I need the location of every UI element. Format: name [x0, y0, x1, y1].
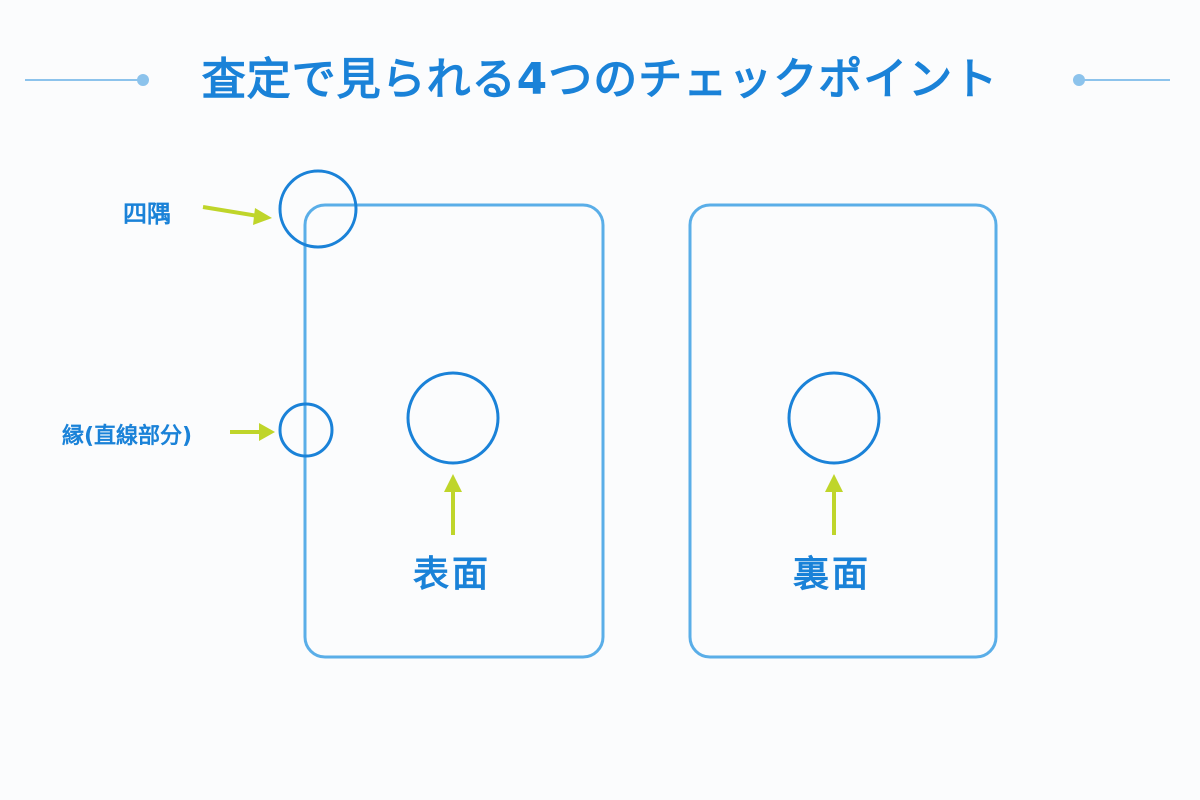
title-rule-right — [1083, 79, 1170, 81]
back-card — [688, 203, 998, 659]
back-surface-circle — [787, 371, 881, 465]
title-rule-right-dot — [1073, 74, 1085, 86]
back-label: 裏面 — [793, 554, 872, 595]
title-rule-left-dot — [137, 74, 149, 86]
front-label: 表面 — [413, 554, 492, 595]
corners-label: 四隅 — [123, 200, 171, 228]
corner-circle — [278, 169, 358, 249]
back-arrow — [825, 474, 843, 535]
page-title: 査定で見られる4つのチェックポイント — [201, 54, 999, 105]
front-arrow — [444, 474, 462, 535]
corner-arrow — [202, 205, 272, 225]
edge-arrow — [230, 423, 275, 441]
front-surface-circle — [406, 371, 500, 465]
title-rule-left — [25, 79, 140, 81]
edges-label: 縁(直線部分) — [62, 424, 193, 449]
front-card — [303, 203, 605, 659]
edge-circle — [278, 402, 334, 458]
